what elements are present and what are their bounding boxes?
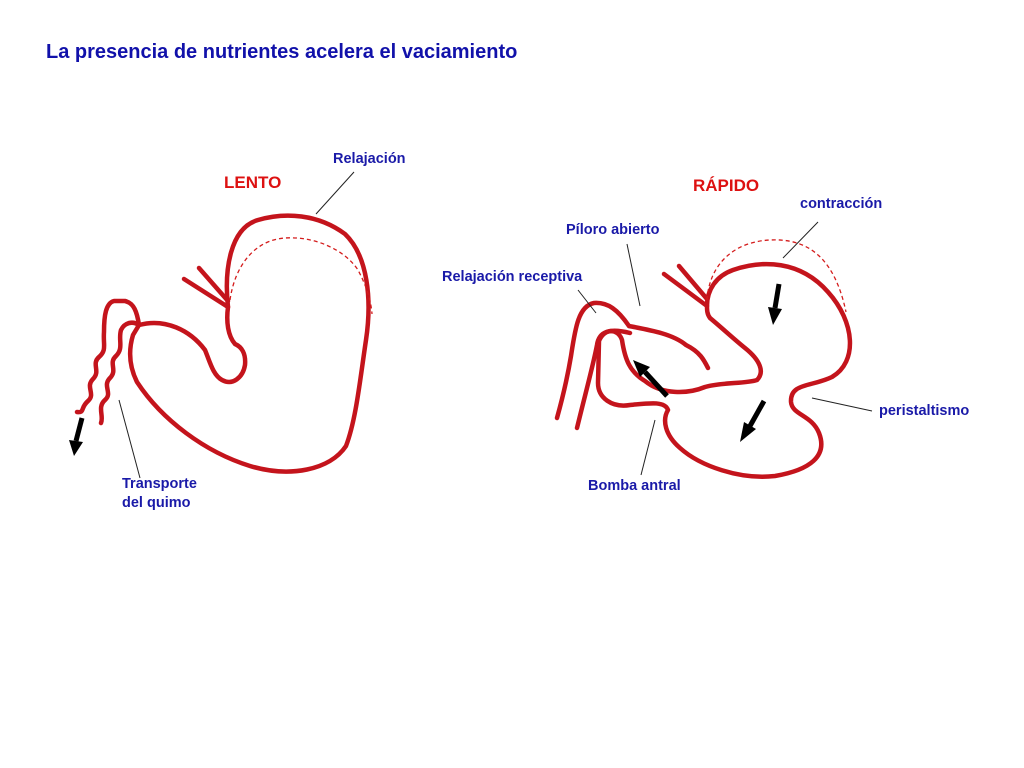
- fast-antral-pump-label: Bomba antral: [588, 478, 681, 494]
- slow-transport-leader: [118, 399, 141, 479]
- fast-esophagus-outer: [661, 271, 710, 309]
- fast-contraction-label: contracción: [800, 196, 883, 212]
- slow-heading: LENTO: [224, 173, 282, 192]
- fast-duodenum-outer: [554, 300, 632, 421]
- fast-contraction-contour: [706, 239, 847, 313]
- fast-relaxation-leader: [577, 289, 597, 314]
- slow-transport-label-line2: del quimo: [122, 495, 191, 511]
- slow-esophagus-inner: [196, 265, 231, 304]
- fast-receptive-relaxation-label: Relajación receptiva: [442, 269, 583, 285]
- fast-contraction-leader: [782, 221, 819, 259]
- fast-contraction-arrow: [768, 283, 782, 325]
- slow-relaxation-leader: [315, 171, 355, 215]
- fast-stomach: [554, 221, 873, 479]
- fast-retropulsion-arrow: [633, 360, 669, 398]
- fast-peristalsis-arrow: [740, 399, 767, 442]
- fast-pylorus-label: Píloro abierto: [566, 222, 660, 238]
- fast-duodenum-inner: [574, 328, 633, 431]
- slow-relaxation-label: Relajación: [333, 151, 406, 167]
- slow-relaxation-contour: [229, 237, 373, 315]
- slow-duodenum-inner: [98, 320, 142, 426]
- slow-stomach-outline: [127, 213, 371, 474]
- slow-transport-label: Transporte del quimo: [122, 475, 197, 513]
- slow-stomach: [69, 171, 373, 479]
- fast-antral-pump-leader: [640, 419, 656, 476]
- slow-transport-label-line1: Transporte: [122, 476, 197, 492]
- slow-duodenum-outer: [74, 298, 142, 415]
- fast-stomach-outline: [595, 261, 853, 479]
- page-title: La presencia de nutrientes acelera el va…: [46, 41, 518, 63]
- fast-heading: RÁPIDO: [693, 176, 760, 195]
- fast-peristalsis-label: peristaltismo: [879, 403, 970, 419]
- slow-outflow-arrow: [69, 417, 85, 456]
- fast-pyloric-arc: [626, 323, 711, 371]
- slow-esophagus-outer: [181, 276, 231, 310]
- fast-esophagus-inner: [676, 263, 710, 302]
- fast-peristalsis-leader: [811, 397, 873, 412]
- fast-pylorus-leader: [626, 243, 641, 307]
